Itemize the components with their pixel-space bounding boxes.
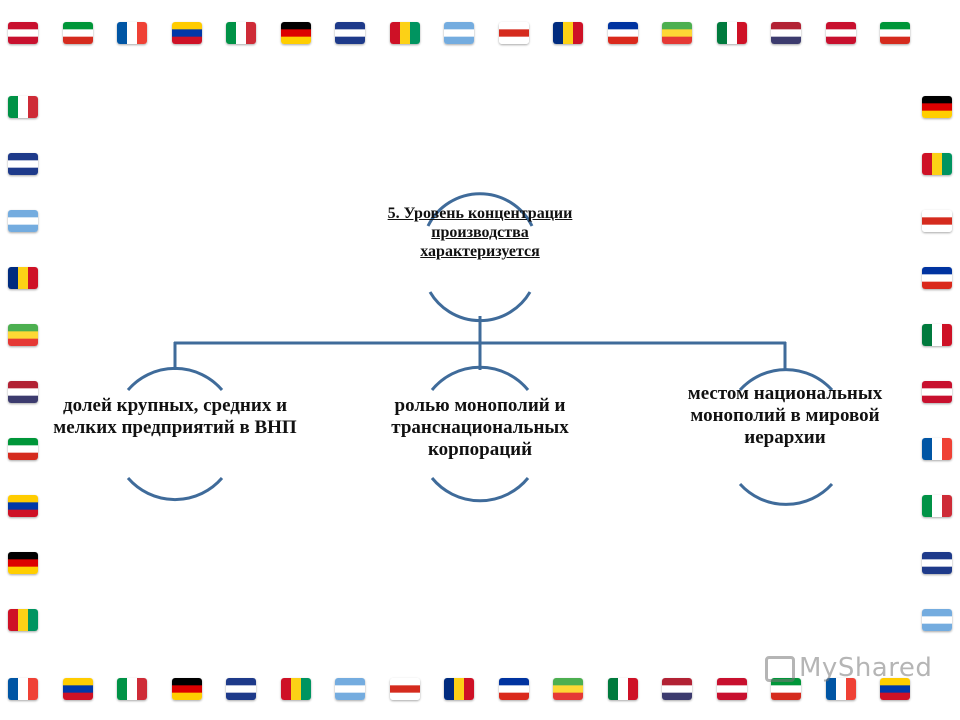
flag-icon — [280, 22, 311, 44]
flag-icon — [8, 495, 38, 517]
flag-icon — [716, 678, 747, 700]
child-node-2-label: ролью монополий и транснациональных корп… — [391, 395, 569, 460]
flag-icon — [8, 609, 38, 631]
flag-icon — [880, 678, 910, 700]
flag-icon — [8, 153, 38, 175]
flag-icon — [922, 324, 952, 346]
child-node-3-arc-top — [738, 368, 834, 392]
flag-icon — [498, 22, 529, 44]
child-node-2-arc-top — [430, 365, 530, 391]
flag-icon — [171, 22, 202, 44]
root-node-label: 5. Уровень концентрации производства хар… — [387, 205, 573, 261]
flag-icon — [444, 678, 474, 700]
flag-icon — [922, 267, 952, 289]
flag-icon — [771, 22, 801, 44]
flag-icon — [922, 153, 952, 175]
flag-icon — [498, 678, 529, 700]
flag-icon — [553, 678, 583, 700]
flag-icon — [771, 678, 801, 700]
watermark-text: MyShared — [799, 653, 933, 683]
child-node-1-label: долей крупных, средних и мелких предприя… — [53, 395, 297, 438]
flag-icon — [226, 678, 256, 700]
flag-icon — [171, 678, 202, 700]
flag-icon — [716, 22, 747, 44]
flag-icon — [8, 678, 38, 700]
child-node-1-arc-top — [126, 367, 224, 391]
flag-icon — [444, 22, 474, 44]
flag-icon — [825, 22, 856, 44]
flag-icon — [607, 678, 638, 700]
flag-icon — [922, 495, 952, 517]
flag-icon — [8, 22, 38, 44]
child-node-2-arc-bottom — [430, 477, 530, 503]
flag-icon — [8, 381, 38, 403]
child-node-3-arc-bottom — [738, 482, 834, 506]
flag-icon — [62, 678, 93, 700]
root-node-arc-top — [426, 192, 534, 227]
flag-icon — [825, 678, 856, 700]
flag-icon — [922, 381, 952, 403]
child-node-3-label: местом национальных монополий в мировой … — [687, 383, 883, 448]
flag-icon — [8, 324, 38, 346]
flag-icon — [607, 22, 638, 44]
flag-icon — [922, 96, 952, 118]
flag-icon — [389, 678, 420, 700]
flag-icon — [922, 552, 952, 574]
flag-icon — [8, 96, 38, 118]
flag-icon — [8, 438, 38, 460]
flag-icon — [117, 22, 147, 44]
flag-icon — [280, 678, 311, 700]
flag-icon — [922, 438, 952, 460]
flag-icon — [662, 22, 692, 44]
flag-icon — [8, 210, 38, 232]
flag-icon — [880, 22, 910, 44]
flag-icon — [8, 267, 38, 289]
child-node-1-arc-bottom — [126, 477, 224, 501]
flag-icon — [389, 22, 420, 44]
watermark: MyShared — [765, 653, 932, 683]
flag-icon — [922, 210, 952, 232]
flag-icon — [8, 552, 38, 574]
flag-icon — [335, 678, 365, 700]
flag-icon — [335, 22, 365, 44]
watermark-logo-icon — [765, 655, 795, 682]
flag-icon — [553, 22, 583, 44]
flag-icon — [922, 609, 952, 631]
flag-icon — [62, 22, 93, 44]
flag-icon — [226, 22, 256, 44]
flag-icon — [662, 678, 692, 700]
flag-icon — [117, 678, 147, 700]
